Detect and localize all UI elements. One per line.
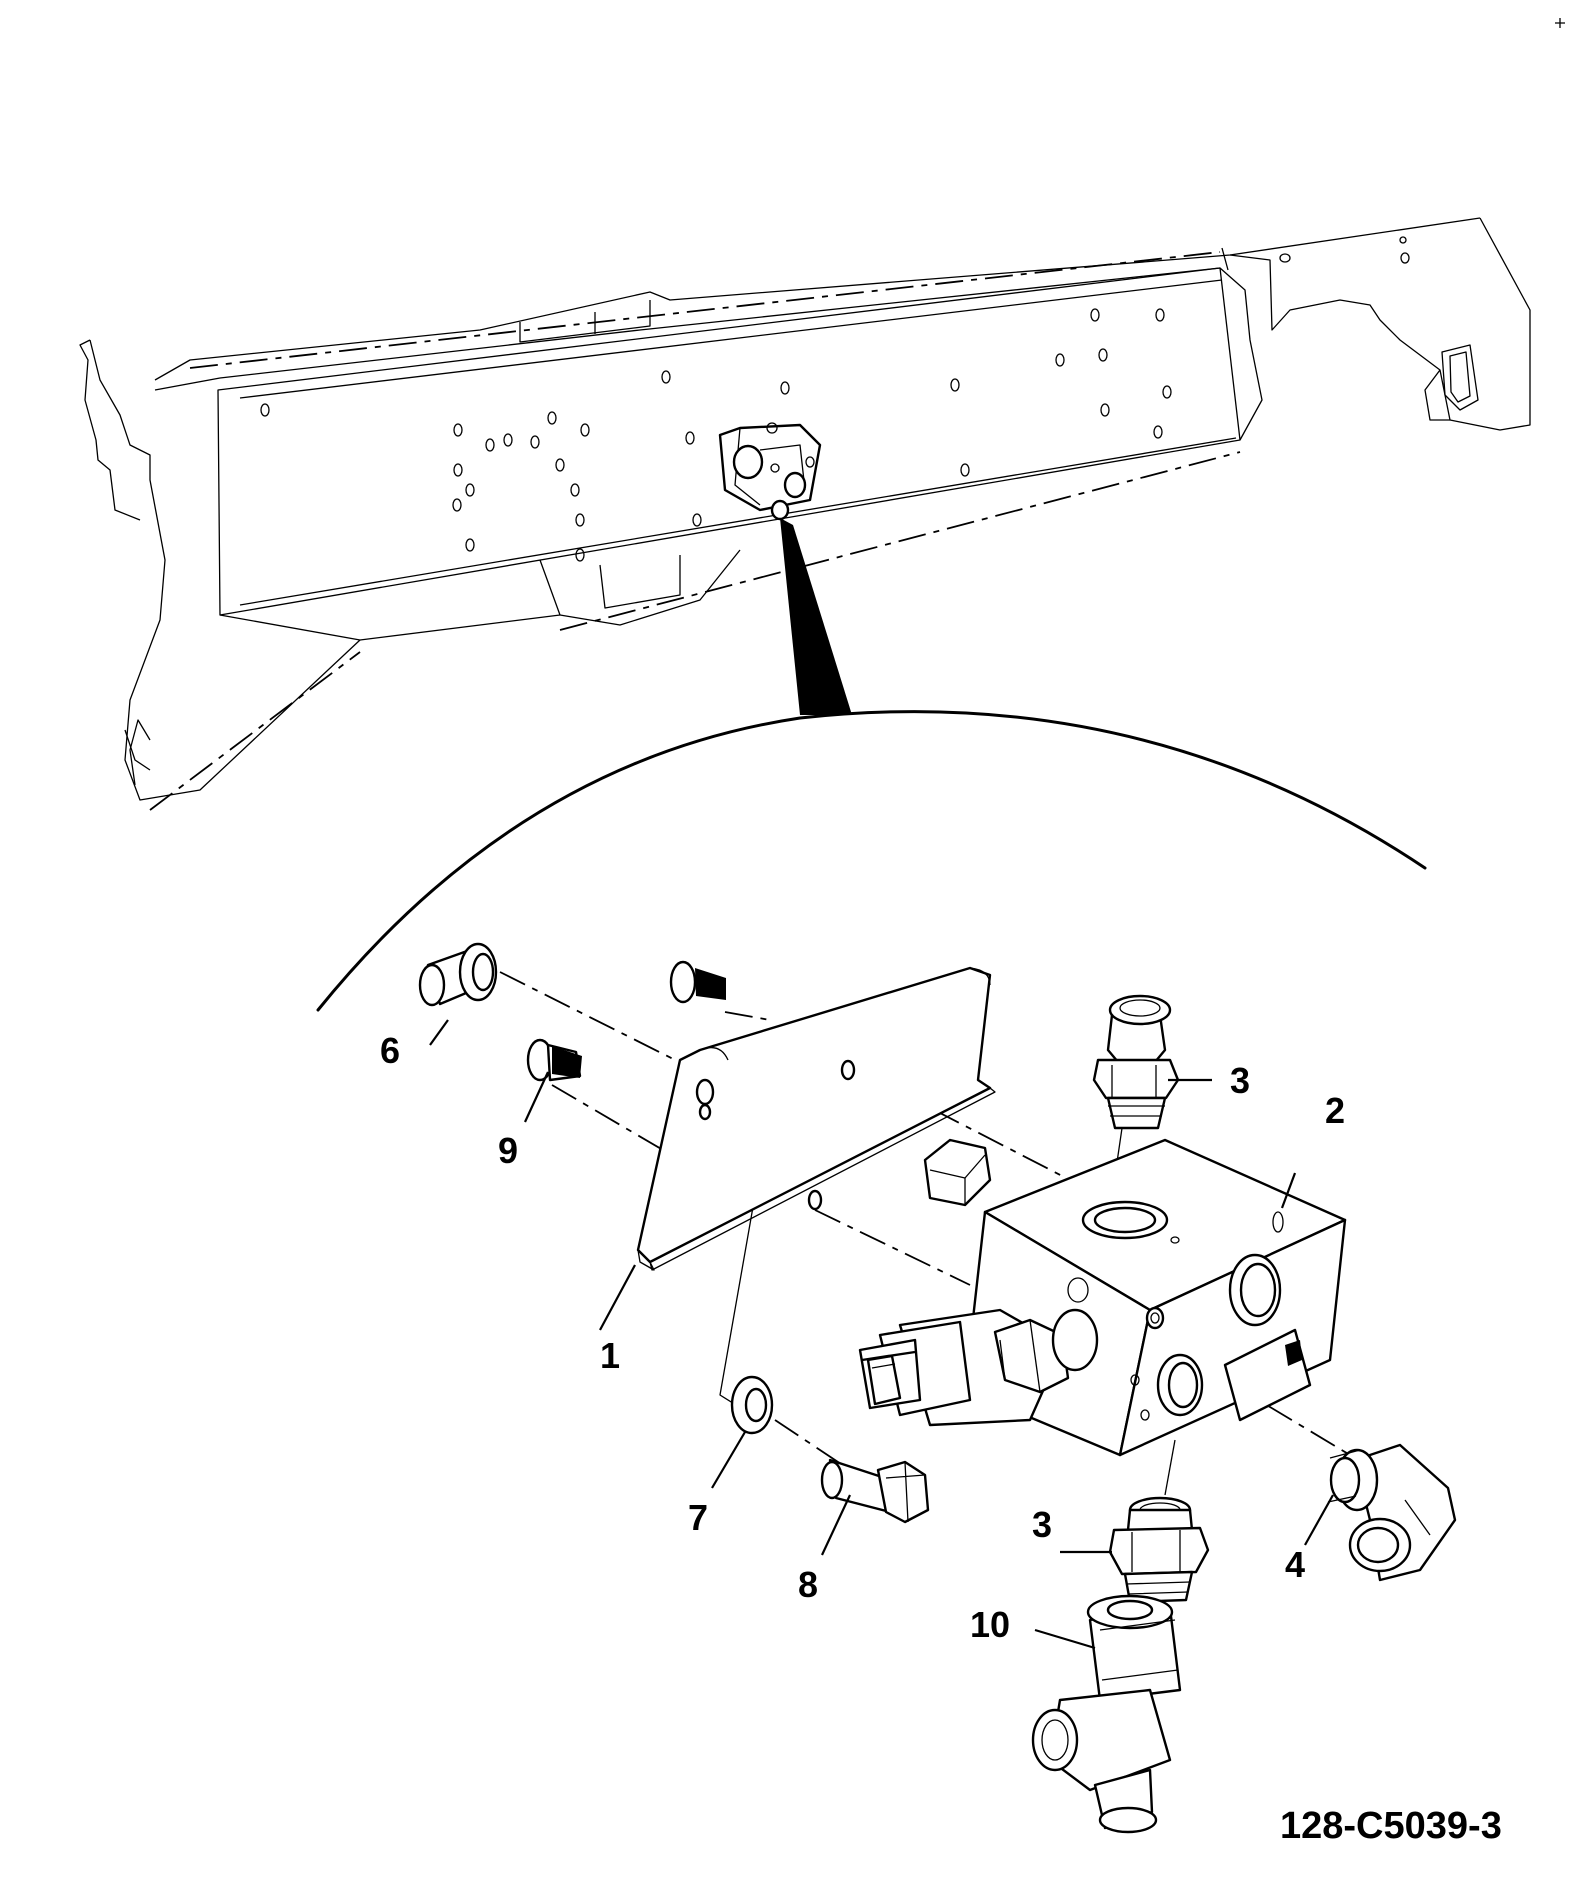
callout-9: 9 <box>498 1130 518 1171</box>
callout-3-top: 3 <box>1230 1060 1250 1101</box>
callout-6: 6 <box>380 1030 400 1071</box>
frame-holes <box>260 236 1410 562</box>
detail-pointer-wedge <box>780 518 852 715</box>
part-4-elbow-fitting <box>1327 1443 1457 1582</box>
callout-8: 8 <box>798 1564 818 1605</box>
part-7-washer <box>730 1375 774 1435</box>
callout-1: 1 <box>600 1335 620 1376</box>
corner-crop-mark <box>1555 18 1565 28</box>
part-10-swivel-tee <box>1031 1594 1182 1834</box>
upper-countersunk-screw <box>669 960 726 1004</box>
part-3-bottom-fitting <box>1108 1496 1210 1604</box>
part-9-countersunk-screw <box>526 1038 582 1082</box>
part-1-mounting-plate <box>636 966 996 1271</box>
callout-4: 4 <box>1285 1544 1305 1585</box>
solenoid-cartridge <box>858 1308 1099 1427</box>
part-6-spacer <box>418 942 498 1007</box>
callout-10: 10 <box>970 1604 1010 1645</box>
hex-bolt-behind-plate <box>923 1138 992 1207</box>
callout-7: 7 <box>688 1497 708 1538</box>
chassis-frame <box>79 217 1531 811</box>
callout-leader-lines <box>429 1019 1334 1650</box>
drawing-number: 128-C5039-3 <box>1280 1805 1502 1847</box>
part-3-top-fitting <box>1092 994 1180 1130</box>
part-8-hex-bolt <box>820 1458 930 1524</box>
callout-3-bottom: 3 <box>1032 1504 1052 1545</box>
callout-2: 2 <box>1325 1090 1345 1131</box>
valve-location-thumbnail <box>718 422 822 521</box>
detail-view-arc <box>316 710 1427 1012</box>
